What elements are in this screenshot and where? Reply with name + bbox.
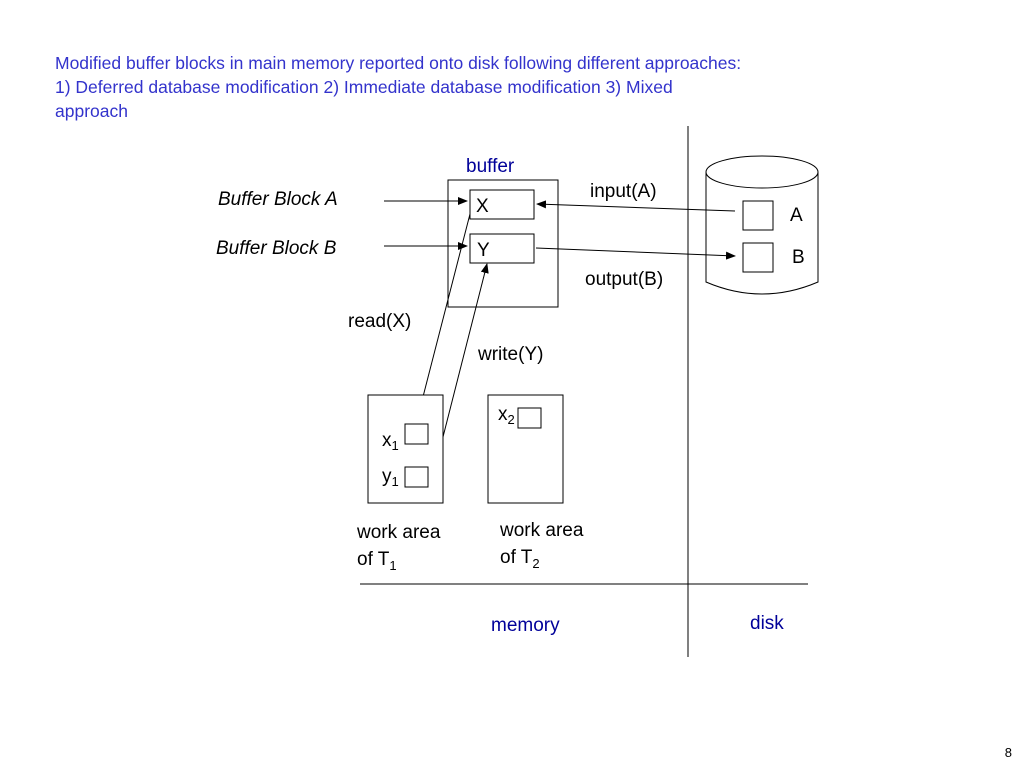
page-number: 8 <box>1004 745 1012 760</box>
t2-x-block <box>517 407 542 429</box>
work-area-t1-caption-line1: work area <box>356 522 441 543</box>
t2-x-label: x2 <box>498 404 515 427</box>
buffer-block-a-label: Buffer Block A <box>218 189 338 210</box>
input-label: input(A) <box>590 181 657 202</box>
buffer-block-x-label: X <box>476 196 489 217</box>
buffer-block-y-label: Y <box>477 240 490 261</box>
work-area-t1-caption-line2: of T1 <box>357 549 397 573</box>
write-label: write(Y) <box>477 344 543 365</box>
input-arrow <box>536 200 736 212</box>
work-area-t2-caption-line2: of T2 <box>500 547 540 571</box>
output-arrow <box>535 247 736 260</box>
disk-cylinder-top <box>705 155 819 189</box>
buffer-block-y <box>469 233 535 264</box>
disk-block-a-label: A <box>790 205 803 226</box>
read-arrow <box>414 213 471 425</box>
disk-label: disk <box>750 613 784 634</box>
output-label: output(B) <box>585 269 663 290</box>
t1-y-label: y1 <box>382 466 399 489</box>
buffer-block-b-label: Buffer Block B <box>216 238 337 259</box>
disk-block-b <box>742 242 774 273</box>
t1-x-label: x1 <box>382 430 399 453</box>
t1-x-block <box>404 423 429 445</box>
read-label: read(X) <box>348 311 411 332</box>
title-line-1: Modified buffer blocks in main memory re… <box>55 53 742 73</box>
title-line-3: approach <box>55 101 128 121</box>
disk-cylinder <box>705 172 819 295</box>
work-area-t2-caption-line1: work area <box>499 520 584 541</box>
slide-title: Modified buffer blocks in main memory re… <box>55 51 855 123</box>
memory-label: memory <box>491 615 560 636</box>
disk-block-b-label: B <box>792 247 805 268</box>
t1-y-block <box>404 466 429 488</box>
buffer-label: buffer <box>466 156 515 177</box>
title-line-2: 1) Deferred database modification 2) Imm… <box>55 77 673 97</box>
disk-block-a <box>742 200 774 231</box>
buffer-block-x <box>469 189 535 220</box>
